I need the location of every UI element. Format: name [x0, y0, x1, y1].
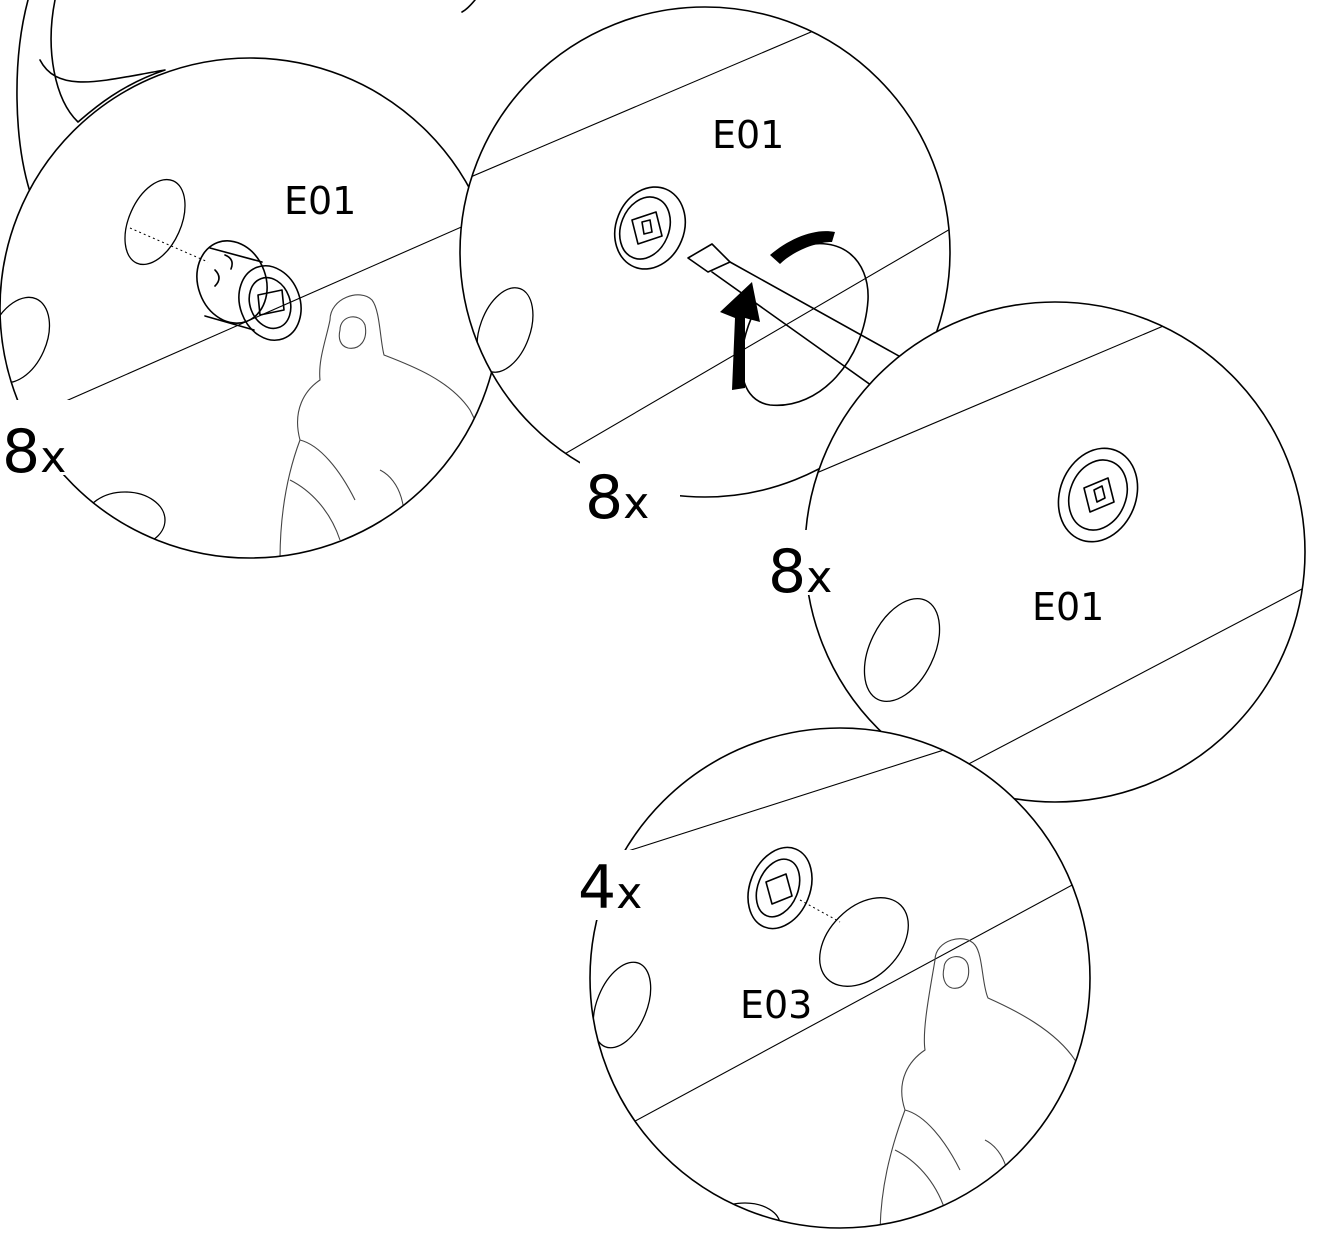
step-1-quantity-number: 8: [2, 417, 40, 487]
step-3-quantity-number: 8: [768, 537, 806, 607]
step-4-detail-circle: [589, 727, 1091, 1229]
callout-tail: [16, 0, 476, 193]
step-2-part-code: E01: [712, 113, 784, 157]
cam-bolt-icon: [196, 240, 302, 341]
step-1-quantity: 8x: [2, 417, 66, 487]
step-4-quantity-number: 4: [578, 853, 616, 923]
step-4-part-code: E03: [740, 983, 812, 1027]
rotation-arrow-icon: [720, 231, 869, 407]
step-4-quantity: 4x: [578, 853, 642, 923]
step-1-quantity-suffix: x: [40, 432, 66, 483]
step-3-detail-circle: [804, 301, 1306, 803]
step-2-quantity-suffix: x: [623, 478, 649, 529]
step-2-detail-circle: [459, 6, 951, 498]
step-3-quantity: 8x: [768, 537, 832, 607]
step-1-part-code: E01: [284, 179, 356, 223]
step-3-quantity-suffix: x: [806, 552, 832, 603]
finger-press-icon: [879, 938, 1090, 1228]
step-2-quantity-number: 8: [585, 463, 623, 533]
cam-lock-head-icon: [613, 186, 687, 270]
cam-lock-head-icon: [747, 846, 813, 930]
step-3-part-code: E01: [1032, 585, 1104, 629]
step-4-quantity-suffix: x: [616, 868, 642, 919]
cam-lock-head-icon: [1057, 447, 1139, 543]
step-1-detail-circle: [0, 57, 501, 559]
step-2-quantity: 8x: [585, 463, 649, 533]
